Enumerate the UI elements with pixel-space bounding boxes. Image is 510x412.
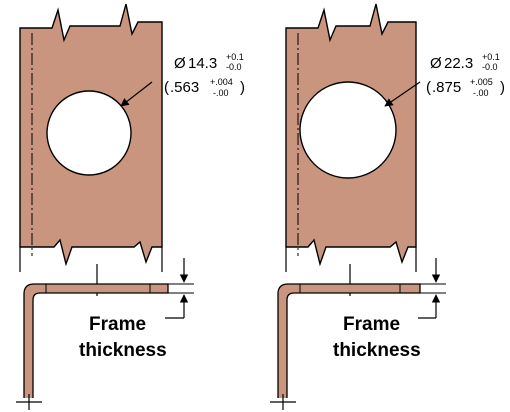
inch-tol-minus: -.00	[213, 88, 229, 98]
thickness-label: thickness	[333, 340, 421, 361]
metric-tol-plus: +0.1	[226, 52, 244, 62]
hole	[299, 81, 397, 179]
inch-open-paren: (	[164, 79, 169, 96]
hole	[46, 90, 132, 176]
metric-value: 22.3	[444, 55, 473, 72]
metric-value: 14.3	[188, 55, 217, 72]
diameter-leader	[120, 81, 153, 107]
frame-section	[23, 283, 169, 398]
diameter-symbol: Ø	[430, 55, 442, 72]
frame-label: Frame	[89, 314, 146, 335]
thickness-label: thickness	[79, 340, 167, 361]
metric-tol-minus: -0.0	[226, 62, 242, 72]
panel-left: Ø 14.3 +0.1 -0.0 ( .563 +.004 -.00 ) Fra…	[16, 3, 245, 410]
inch-open-paren: (	[426, 79, 431, 96]
frame-section	[277, 283, 421, 398]
frame-label: Frame	[343, 314, 400, 335]
inch-close-paren: )	[240, 79, 245, 96]
metric-tol-minus: -0.0	[482, 62, 498, 72]
inch-close-paren: )	[500, 79, 505, 96]
inch-tol-plus: +.005	[470, 77, 493, 87]
diameter-symbol: Ø	[174, 55, 186, 72]
diameter-leader	[384, 81, 421, 107]
inch-tol-minus: -.00	[473, 88, 489, 98]
inch-tol-plus: +.004	[210, 77, 233, 87]
panel-right: Ø 22.3 +0.1 -0.0 ( .875 +.005 -.00 ) Fra…	[270, 3, 505, 410]
inch-value: .875	[432, 79, 461, 96]
metric-tol-plus: +0.1	[482, 52, 500, 62]
inch-value: .563	[170, 79, 199, 96]
